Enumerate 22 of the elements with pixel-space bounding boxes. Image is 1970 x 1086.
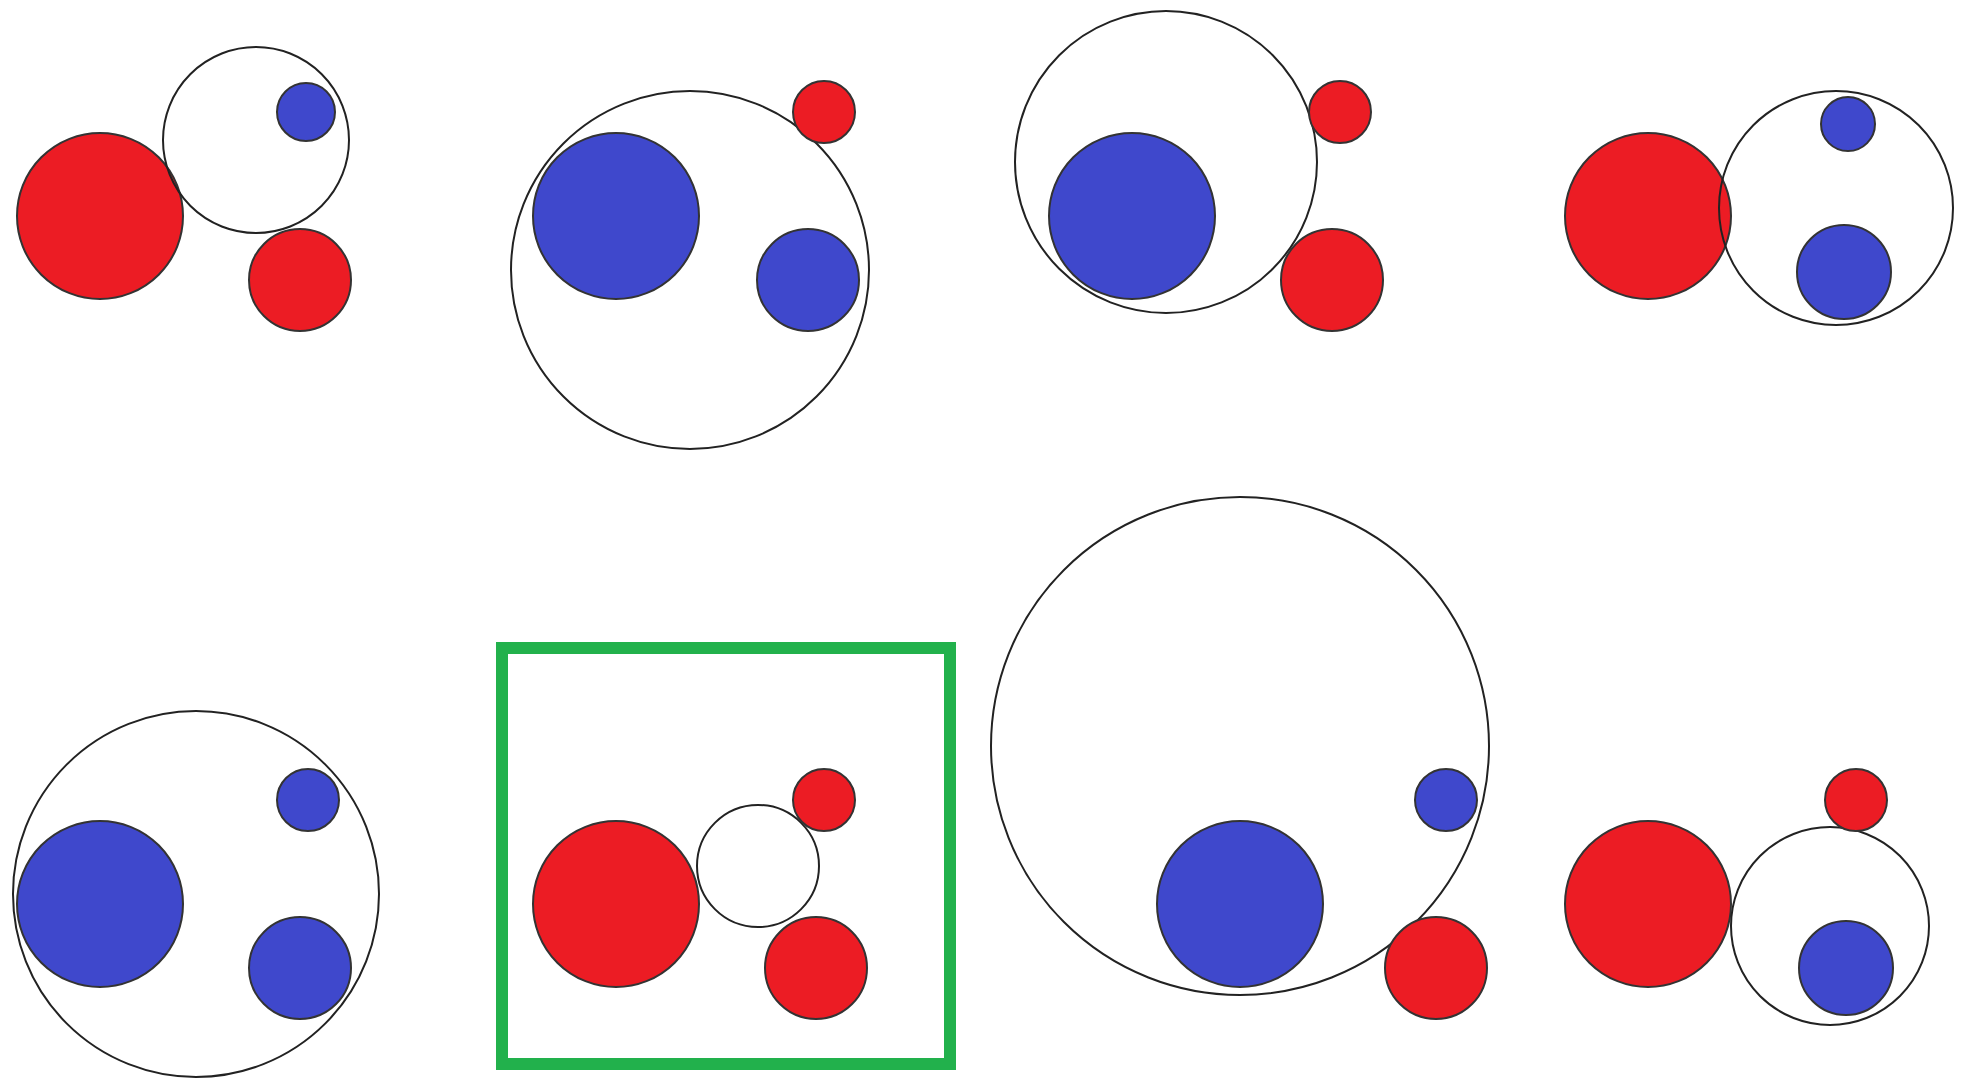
filled-disc [792,80,856,144]
filled-disc [1798,920,1894,1016]
outline-circle [12,710,380,1078]
filled-disc [792,768,856,832]
filled-disc [764,916,868,1020]
highlight-frame [496,642,956,1070]
filled-disc [276,82,336,142]
filled-disc [1414,768,1478,832]
outline-circle [162,46,350,234]
filled-disc [276,768,340,832]
filled-disc [1384,916,1488,1020]
filled-disc [248,228,352,332]
outline-circle [1718,90,1954,326]
filled-disc [1820,96,1876,152]
outline-circle [510,90,870,450]
filled-disc [1308,80,1372,144]
filled-disc [248,916,352,1020]
filled-disc [756,228,860,332]
filled-disc [1824,768,1888,832]
outline-circle [1730,826,1930,1026]
filled-disc [1280,228,1384,332]
filled-disc [1796,224,1892,320]
